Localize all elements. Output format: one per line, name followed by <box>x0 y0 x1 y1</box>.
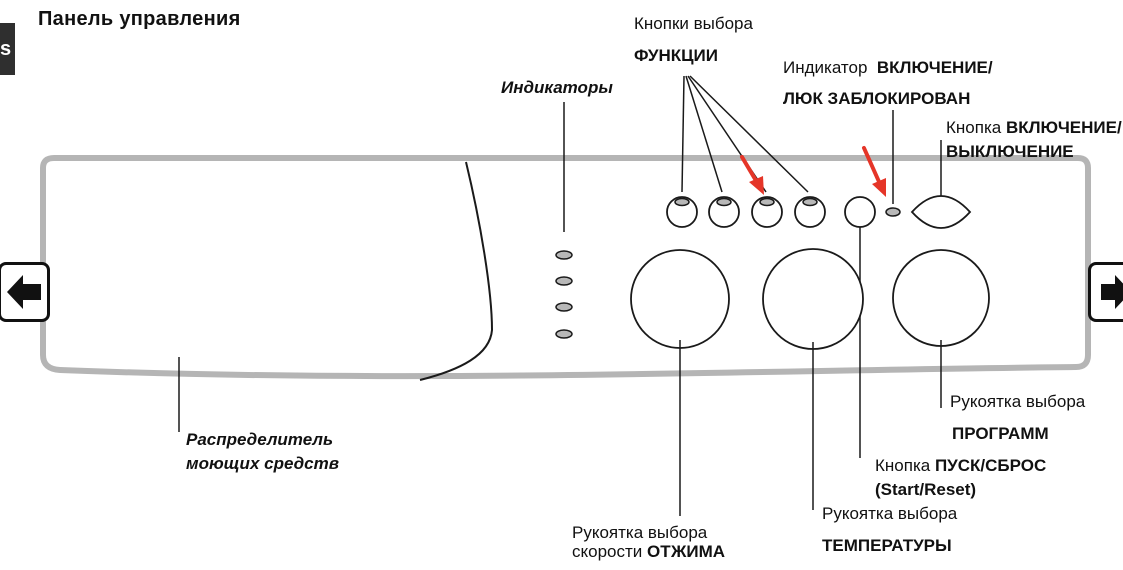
spin-label-bold: ОТЖИМА <box>647 542 726 561</box>
section-tab: s <box>0 23 15 75</box>
indicator-led-4 <box>555 329 573 339</box>
page-title: Панель управления <box>38 8 241 30</box>
detergent-label-line1: Распределитель <box>186 430 334 449</box>
temperature-knob[interactable] <box>762 248 864 350</box>
arrow-right-icon <box>1101 275 1123 309</box>
red-arrow-power-indicator <box>862 146 886 197</box>
function-buttons-label-line2: ФУНКЦИИ <box>634 46 718 65</box>
spin-label-prefix: скорости <box>572 542 643 561</box>
function-leader-2 <box>685 75 723 193</box>
spin-speed-knob[interactable] <box>630 249 730 349</box>
function-buttons-label-line1: Кнопки выбора <box>634 14 753 33</box>
start-reset-label-line2: (Start/Reset) <box>875 480 977 499</box>
function-button-1[interactable] <box>666 196 698 228</box>
section-tab-letter: s <box>0 37 12 60</box>
detergent-drawer-edge <box>419 161 494 381</box>
function-button-3[interactable] <box>751 196 783 228</box>
indicators-label: Индикаторы <box>501 78 613 97</box>
power-indicator-led <box>885 207 901 217</box>
nav-prev-button[interactable] <box>0 262 50 322</box>
function-button-2[interactable] <box>708 196 740 228</box>
spin-label-line2: скорости ОТЖИМА <box>572 542 725 562</box>
indicator-led-2 <box>555 276 573 286</box>
panel-outline <box>40 155 1091 380</box>
power-indicator-label-line1: Индикатор ВКЛЮЧЕНИЕ/ <box>783 58 993 78</box>
function-button-4[interactable] <box>794 196 826 228</box>
function-leader-1 <box>681 75 685 193</box>
start-reset-label-prefix: Кнопка <box>875 456 931 475</box>
start-reset-label-bold: ПУСК/СБРОС <box>934 456 1047 475</box>
indicator-led-3 <box>555 302 573 312</box>
power-button-label-line2: ВЫКЛЮЧЕНИЕ <box>946 142 1074 161</box>
start-reset-label-line1: Кнопка ПУСК/СБРОС <box>875 456 1046 476</box>
power-button[interactable] <box>910 195 972 229</box>
power-indicator-label-prefix: Индикатор <box>783 58 868 77</box>
power-button-label-line1: Кнопка ВКЛЮЧЕНИЕ/ <box>946 118 1122 138</box>
spin-label-line1: Рукоятка выбора <box>572 523 708 542</box>
program-knob[interactable] <box>892 249 990 347</box>
start-reset-button[interactable] <box>844 196 876 228</box>
indicator-led-1 <box>555 250 573 260</box>
nav-next-button[interactable] <box>1088 262 1123 322</box>
power-button-label-bold: ВКЛЮЧЕНИЕ/ <box>1005 118 1122 137</box>
program-label-line1: Рукоятка выбора <box>950 392 1086 411</box>
power-indicator-label-line2: ЛЮК ЗАБЛОКИРОВАН <box>783 89 971 108</box>
power-button-label-prefix: Кнопка <box>946 118 1002 137</box>
program-label-line2: ПРОГРАММ <box>952 424 1049 443</box>
temperature-label-line2: ТЕМПЕРАТУРЫ <box>822 536 952 555</box>
power-indicator-label-bold: ВКЛЮЧЕНИЕ/ <box>876 58 993 77</box>
temperature-label-line1: Рукоятка выбора <box>822 504 958 523</box>
detergent-label-line2: моющих средств <box>186 454 339 473</box>
function-leader-4 <box>689 75 809 193</box>
arrow-left-icon <box>7 275 41 309</box>
red-arrow-function <box>740 155 764 195</box>
